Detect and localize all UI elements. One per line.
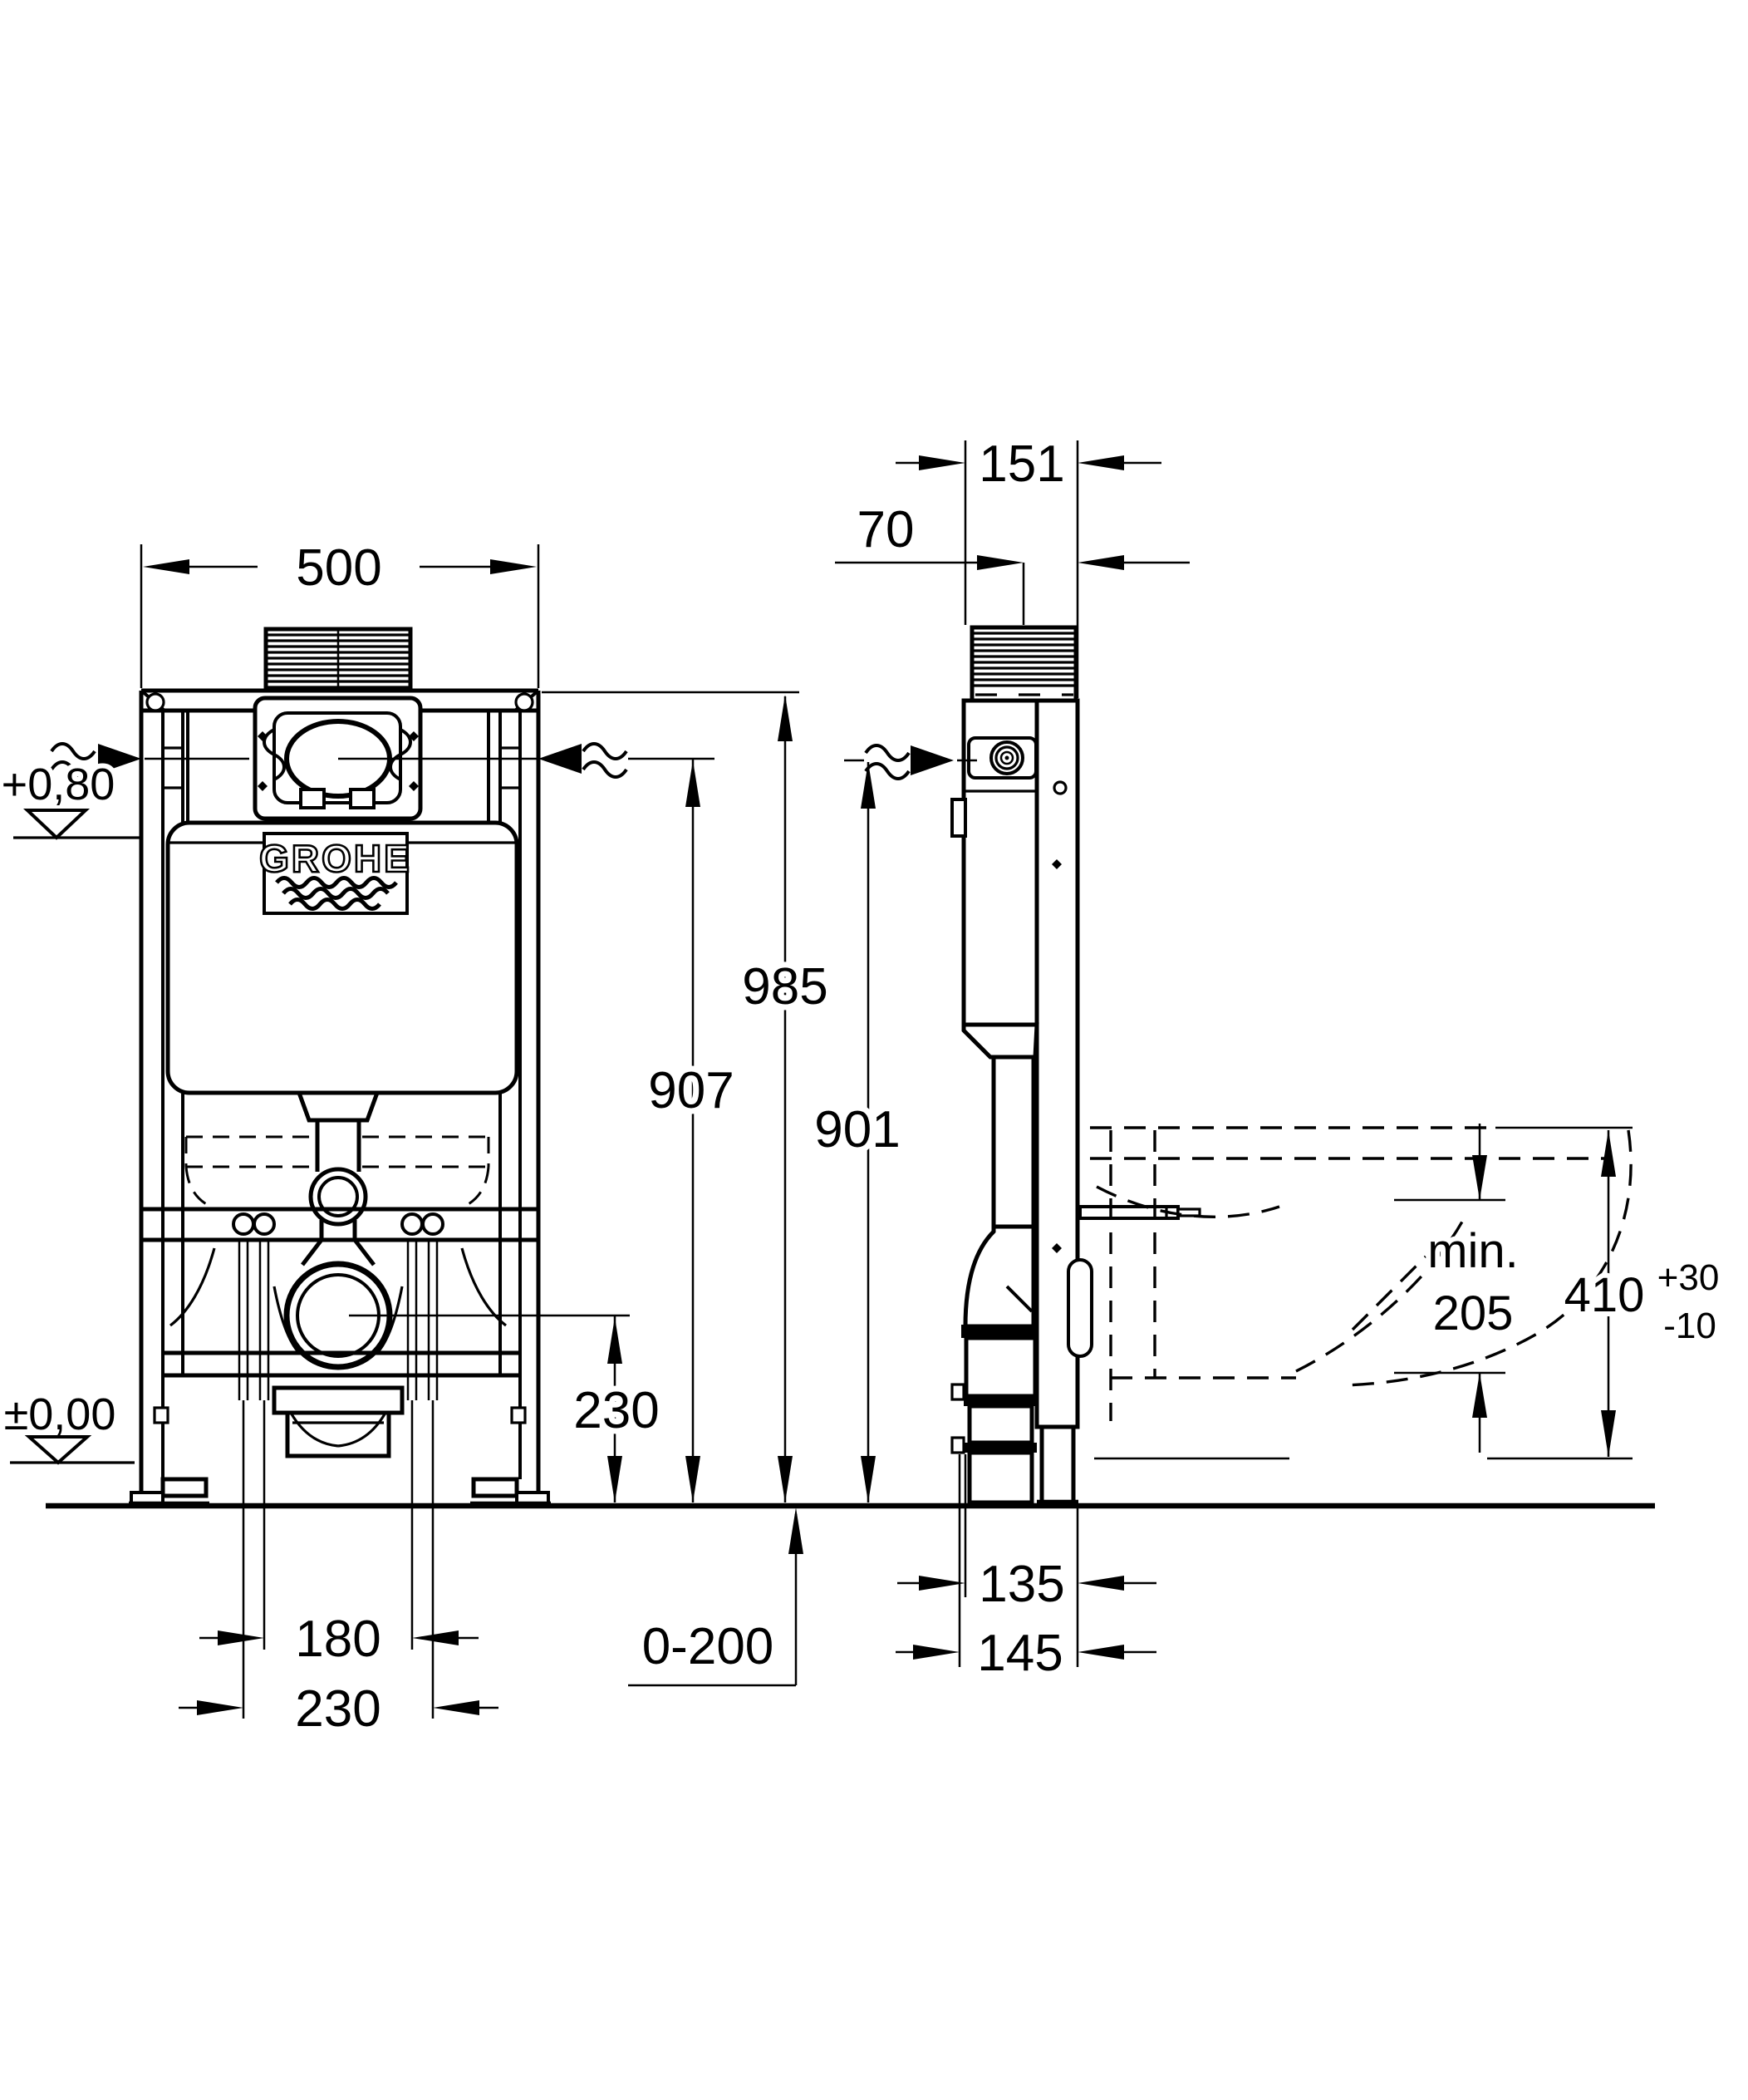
- fixing-stud: [232, 1212, 255, 1236]
- dim-side-seat-tol-minus: -10: [1663, 1306, 1716, 1346]
- level-floor: ±0,00: [0, 1384, 135, 1465]
- cistern-side: [950, 698, 1039, 1229]
- dim-front-fixing-spacing: 230: [179, 1675, 498, 1743]
- mounting-template-dashed: [184, 1135, 490, 1207]
- inlet-pipe-front: [263, 627, 413, 691]
- fixing-stud: [253, 1212, 276, 1236]
- grohe-logo: GROHE: [258, 832, 412, 915]
- dim-front-frame-height: 985: [542, 691, 834, 1502]
- dim-front-width: 500: [140, 534, 540, 688]
- dim-front-stud-spacing-label: 180: [295, 1611, 381, 1668]
- supply-arrow-front-left: [50, 742, 141, 779]
- dim-front-frame-height-label: 985: [742, 958, 827, 1016]
- dim-foot-range: 0-200: [628, 1507, 803, 1687]
- brand-logo-text: GROHE: [259, 837, 412, 880]
- dim-front-outlet-height: 230: [567, 1316, 665, 1502]
- outlet-bend-front: [283, 1261, 630, 1370]
- cistern-front: GROHE: [165, 820, 519, 1095]
- side-view: [950, 625, 1633, 1506]
- dim-side-bowl-min: min. 205: [1394, 1124, 1524, 1453]
- outlet-elbow-side: [950, 1224, 1093, 1505]
- dim-side-bowl-min-label: 205: [1433, 1286, 1514, 1340]
- bowl-stud-side: [1078, 1205, 1201, 1220]
- dim-side-outlet-offset-outer-label: 145: [977, 1625, 1063, 1682]
- dim-side-depth: 151: [896, 430, 1161, 698]
- fixing-crossbar-front: [143, 1207, 537, 1719]
- inlet-pipe-side: [970, 625, 1078, 701]
- fixing-stud: [400, 1212, 424, 1236]
- frame-screw-hole-right: [514, 692, 534, 712]
- level-supply-label: +0,80: [2, 760, 115, 809]
- wc-bowl-dashed: [1090, 1126, 1633, 1421]
- flush-actuator-front: [145, 696, 537, 821]
- supply-arrow-front-right: [538, 742, 628, 779]
- dim-front-outlet-height-label: 230: [573, 1382, 659, 1439]
- dim-side-valve-height-label: 901: [814, 1101, 900, 1158]
- front-frame: [139, 688, 541, 1493]
- dim-side-pipe-offset-label: 70: [857, 501, 915, 558]
- front-feet: [129, 1406, 551, 1507]
- frame-screw-hole-left: [145, 692, 165, 712]
- dim-side-seat-height-label: 410: [1564, 1268, 1645, 1322]
- dim-side-outlet-offset: 135: [897, 1454, 1156, 1667]
- dim-front-supply-height-label: 907: [648, 1062, 734, 1119]
- wall-rail-side: [1034, 698, 1080, 1506]
- outlet-socket-front: [272, 1385, 405, 1458]
- dim-side-valve-height: 901: [808, 762, 906, 1502]
- dim-side-seat-tol-plus: +30: [1657, 1257, 1720, 1298]
- dim-side-depth-label: 151: [979, 435, 1064, 493]
- dim-side-outlet-offset-label: 135: [979, 1556, 1064, 1613]
- level-floor-label: ±0,00: [4, 1389, 116, 1439]
- dim-side-pipe-offset: 70: [835, 495, 1190, 625]
- supply-arrow-side: [844, 744, 977, 780]
- fixing-stud: [421, 1212, 444, 1236]
- level-supply: +0,80: [0, 755, 140, 840]
- dim-side-outlet-offset-outer: 145: [896, 1454, 1156, 1688]
- supply-valve: [989, 740, 1024, 775]
- dim-foot-range-label: 0-200: [642, 1618, 774, 1675]
- dim-front-stud-spacing: 180: [199, 1605, 479, 1674]
- front-view: GROHE: [129, 627, 630, 1719]
- dim-front-fixing-spacing-label: 230: [295, 1680, 381, 1738]
- dim-front-supply-height: 907: [628, 757, 740, 1502]
- dim-front-width-label: 500: [296, 539, 381, 597]
- dim-side-bowl-min-prefix: min.: [1427, 1224, 1519, 1278]
- dim-side-seat-height: 410 +30 -10: [1094, 1126, 1723, 1460]
